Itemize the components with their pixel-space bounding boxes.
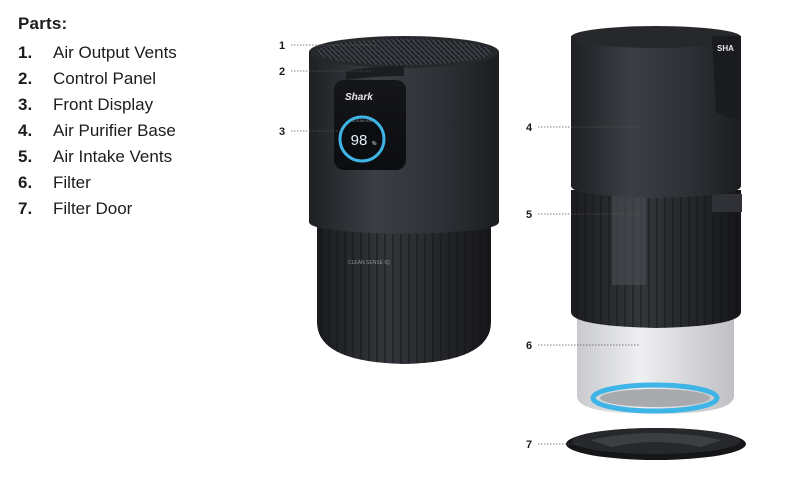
part-label: Air Purifier Base xyxy=(53,121,176,140)
part-number: 1. xyxy=(18,43,33,62)
display-caption: CLEAN AIR xyxy=(352,118,373,123)
part-label: Air Output Vents xyxy=(53,43,177,62)
air-purifier-base xyxy=(571,36,741,198)
part-label: Filter Door xyxy=(53,199,133,218)
part-item: 5. Air Intake Vents xyxy=(18,147,177,173)
part-label: Filter xyxy=(53,173,91,192)
brand-logo: Shark xyxy=(345,92,373,103)
part-number: 3. xyxy=(18,95,33,114)
control-panel xyxy=(346,66,404,80)
air-intake-ribs xyxy=(317,226,491,364)
air-intake-vents xyxy=(612,195,646,285)
part-item: 7. Filter Door xyxy=(18,199,177,225)
part-number: 5. xyxy=(18,147,33,166)
purifier-assembled: Shark CLEAN AIR 98 % CLEAN SENSE IQ xyxy=(309,36,499,364)
part-label: Front Display xyxy=(53,95,154,114)
part-number: 6. xyxy=(18,173,33,192)
callout-1-number: 1 xyxy=(279,40,285,52)
part-item: 2. Control Panel xyxy=(18,69,177,95)
part-number: 4. xyxy=(18,121,33,140)
callout-4-number: 4 xyxy=(526,122,533,134)
part-item: 3. Front Display xyxy=(18,95,177,121)
filter-seal-ring xyxy=(590,382,720,414)
display-ring xyxy=(338,115,386,163)
display-value: 98 xyxy=(351,132,368,149)
callout-3-number: 3 xyxy=(279,126,285,138)
parts-title: Parts: xyxy=(18,14,68,33)
parts-list: Parts: 1. Air Output Vents 2. Control Pane… xyxy=(18,14,177,225)
purifier-exploded: SHA xyxy=(566,26,746,460)
base-top-rim xyxy=(571,26,741,48)
part-item: 4. Air Purifier Base xyxy=(18,121,177,147)
callout-6-number: 6 xyxy=(526,340,532,352)
sensor-badge: CLEAN SENSE IQ xyxy=(348,260,390,266)
part-number: 7. xyxy=(18,199,33,218)
part-label: Control Panel xyxy=(53,69,157,88)
filter-mesh xyxy=(600,389,710,407)
part-label: Air Intake Vents xyxy=(53,147,173,166)
callout-2-number: 2 xyxy=(279,66,285,78)
filter-door-latch xyxy=(590,433,722,447)
intake-badge xyxy=(712,194,742,212)
vent-grille xyxy=(316,39,492,65)
part-number: 2. xyxy=(18,69,33,88)
brand-logo-partial: SHA xyxy=(717,44,734,53)
part-item: 1. Air Output Vents xyxy=(18,43,177,69)
base-display-cutout xyxy=(712,36,741,120)
display-unit: % xyxy=(372,141,377,147)
part-item: 6. Filter xyxy=(18,173,177,199)
callout-5-number: 5 xyxy=(526,209,532,221)
callouts: 1 2 3 4 5 6 7 xyxy=(279,40,640,451)
callout-7-number: 7 xyxy=(526,439,532,451)
